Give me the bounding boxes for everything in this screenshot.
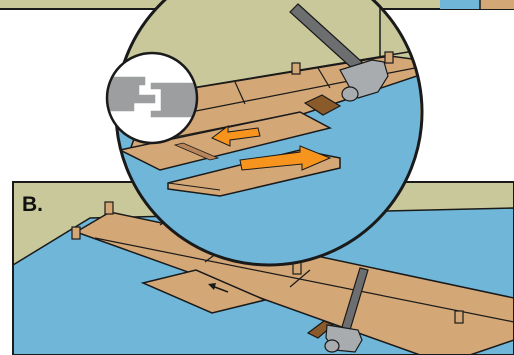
panel-b-spacer	[104, 201, 114, 215]
panel-b-spacer	[454, 310, 464, 324]
detail-hammer-icon	[289, 3, 389, 102]
panel-b-label: B.	[22, 193, 43, 216]
detail-tapping-block	[303, 94, 342, 116]
detail-spacer	[291, 62, 301, 75]
panel-b-arrow-icon	[208, 283, 229, 293]
panel-a-floor	[440, 0, 480, 9]
panel-b-hammer-icon	[324, 267, 369, 353]
panel-b-loose-plank	[140, 269, 268, 314]
tongue-groove-inset	[105, 51, 199, 145]
tongue-groove-profile-icon	[107, 75, 157, 113]
groove-profile	[149, 81, 197, 119]
panel-b-spacer	[71, 226, 81, 240]
detail-arrow-icon	[239, 145, 332, 171]
detail-arrow-icon	[211, 125, 261, 147]
detail-magnifier	[105, 0, 424, 267]
panel-a-plank	[480, 0, 514, 9]
panel-b	[13, 182, 514, 355]
detail-spacer	[384, 51, 394, 64]
